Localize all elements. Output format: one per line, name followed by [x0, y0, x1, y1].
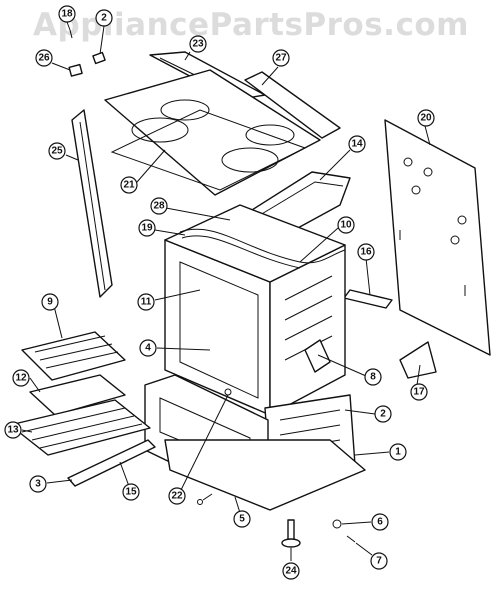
callout-number: 19 [141, 223, 153, 234]
part-oven-rack [9, 399, 151, 456]
callout: 13 [4, 421, 22, 439]
callout: 3 [29, 475, 47, 493]
callout: 26 [35, 49, 53, 67]
callout-number: 14 [351, 139, 363, 150]
callout: 17 [410, 383, 428, 401]
callout-number: 15 [125, 487, 137, 498]
part-valve [304, 339, 331, 373]
part-clip [68, 63, 83, 77]
callout-number: 25 [51, 146, 63, 157]
callout: 16 [357, 243, 375, 261]
callout: 18 [58, 5, 76, 23]
callout: 15 [122, 483, 140, 501]
callout-number: 4 [145, 343, 151, 354]
callout: 6 [371, 513, 389, 531]
part-vent-trim [244, 71, 341, 139]
callout: 25 [48, 142, 66, 160]
callout: 4 [139, 339, 157, 357]
callout-number: 26 [38, 53, 50, 64]
callout: 24 [282, 562, 300, 580]
part-rail [67, 439, 156, 487]
part-shield-strip [343, 289, 393, 309]
callout-number: 7 [376, 556, 382, 567]
callout: 28 [150, 197, 168, 215]
callout: 12 [12, 369, 30, 387]
callout-number: 1 [395, 447, 401, 458]
callout-number: 10 [340, 220, 352, 231]
part-bracket [399, 341, 437, 379]
callout-number: 23 [192, 39, 204, 50]
callout-number: 13 [7, 425, 19, 436]
callout-number: 11 [141, 297, 152, 308]
callout: 19 [138, 219, 156, 237]
callout-number: 8 [370, 372, 376, 383]
part-side-panel-left [71, 109, 113, 298]
callout-number: 12 [15, 373, 27, 384]
callout: 22 [168, 487, 186, 505]
callout: 20 [417, 109, 435, 127]
part-burner [179, 228, 346, 269]
part-cooktop [104, 69, 321, 196]
callout: 2 [374, 405, 392, 423]
callout-number: 3 [35, 479, 41, 490]
callout: 14 [348, 135, 366, 153]
callout-number: 6 [377, 517, 383, 528]
callout: 10 [337, 216, 355, 234]
callout: 9 [41, 293, 59, 311]
part-leveling-leg [281, 519, 301, 548]
part-oven-body [164, 204, 346, 416]
part-small-bracket [92, 51, 106, 65]
part-fasteners [332, 519, 356, 543]
leader-lines [21, 21, 431, 561]
callout: 5 [233, 510, 251, 528]
callout-number: 2 [380, 409, 386, 420]
callout: 11 [137, 293, 155, 311]
part-broiler-grid [21, 331, 126, 381]
callout: 7 [370, 552, 388, 570]
callout-number: 2 [101, 13, 107, 24]
callout: 23 [189, 35, 207, 53]
callout-number: 24 [285, 566, 297, 577]
callout: 21 [120, 176, 138, 194]
part-broiler-pan [29, 374, 126, 416]
callout-number: 16 [360, 247, 372, 258]
callout: 2 [95, 9, 113, 27]
callout-number: 17 [413, 387, 425, 398]
callout-number: 20 [420, 113, 432, 124]
callout: 8 [364, 368, 382, 386]
callout: 1 [389, 443, 407, 461]
callout-number: 27 [275, 53, 287, 64]
part-screw-top [69, 29, 73, 39]
callout-number: 9 [47, 297, 53, 308]
part-base [164, 439, 366, 511]
callout-number: 5 [239, 514, 245, 525]
callout: 27 [272, 49, 290, 67]
part-back-panel [384, 119, 491, 356]
callout-number: 21 [123, 180, 135, 191]
callout-number: 28 [153, 201, 165, 212]
callout-number: 22 [171, 491, 183, 502]
callout-number: 18 [61, 9, 73, 20]
